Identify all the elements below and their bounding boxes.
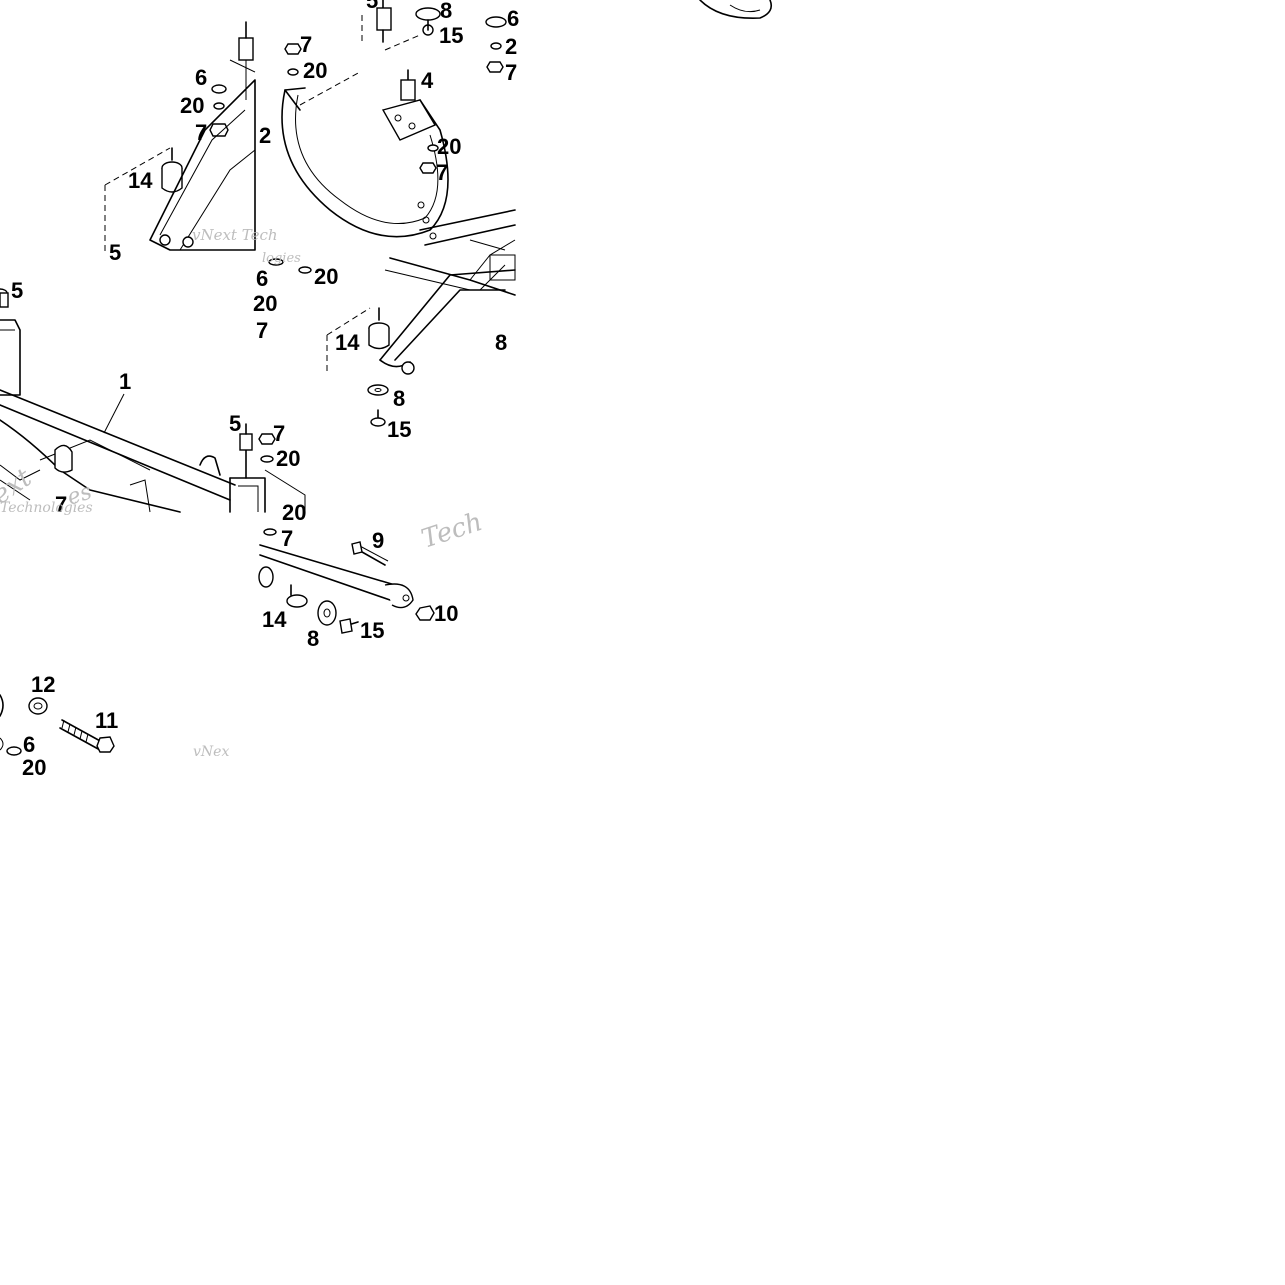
callout-14-c: 14 [262,607,287,632]
callout-20-h: 20 [22,755,46,780]
callout-15-b: 15 [387,417,411,442]
callout-7-a: 7 [300,32,312,57]
callout-20-d: 20 [314,264,338,289]
callout-10: 10 [434,601,458,626]
callout-8-d: 8 [307,626,319,651]
callout-8-b: 8 [495,330,507,355]
callout-12: 12 [31,672,55,697]
tile-middle-center [268,239,516,427]
tile-upper-left [104,21,256,255]
callout-5-b: 5 [109,240,121,265]
callout-15-top: 15 [439,23,463,48]
callout-7-c: 7 [436,160,448,185]
callout-5-c: 5 [11,278,23,303]
callout-4: 4 [421,68,434,93]
callout-7-b: 7 [195,120,207,145]
callout-7-f: 7 [55,492,67,517]
tile-middle-left [0,288,306,513]
callout-6-e: 6 [23,732,35,757]
callout-9: 9 [372,528,384,553]
callout-7-e: 7 [273,421,285,446]
callout-1: 1 [119,369,131,394]
callout-20-c: 20 [437,134,461,159]
watermarks: vNext Tech logies Tech ext Technologies … [0,226,486,760]
watermark-text: vNex [193,744,229,760]
tile-lower-center [258,528,435,634]
watermark-text: Technologies [0,500,93,516]
callout-5-d: 5 [229,411,241,436]
callout-20-b: 20 [180,93,204,118]
callout-8-c: 8 [393,386,405,411]
tile-top-right-fragment [699,0,773,19]
tile-upper-center [281,0,516,251]
callout-6-top: 6 [507,6,519,31]
callout-5-top: 5 [366,0,378,13]
callout-7-g: 7 [281,526,293,551]
callout-labels: 5 8 15 6 2 7 7 20 4 6 20 7 2 20 7 14 5 2… [11,0,519,780]
callout-6-b: 6 [195,65,207,90]
watermark-text: vNext Tech [192,226,278,244]
callout-6-d: 6 [256,266,268,291]
callout-20-f: 20 [276,446,300,471]
callout-7-topright: 7 [505,60,517,85]
callout-20-e: 20 [253,291,277,316]
tile-lower-left [0,694,115,756]
watermark-text: logies [262,251,301,266]
watermark-text: Tech [418,507,486,555]
callout-2-b: 2 [259,123,271,148]
callout-14-a: 14 [128,168,153,193]
callout-8-top: 8 [440,0,452,23]
callout-20-a: 20 [303,58,327,83]
callout-20-g: 20 [282,500,306,525]
callout-15-c: 15 [360,618,384,643]
callout-11: 11 [95,708,118,733]
callout-7-d: 7 [256,318,268,343]
callout-2-top: 2 [505,34,517,59]
callout-14-b: 14 [335,330,360,355]
